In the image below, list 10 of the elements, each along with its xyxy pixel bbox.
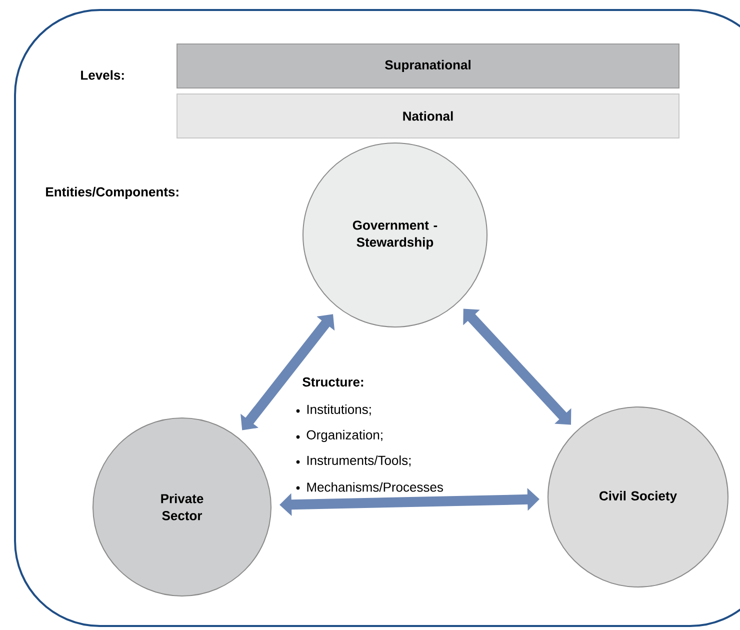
double-arrow: [463, 308, 572, 425]
section-heading: Entities/Components:: [46, 186, 178, 200]
level-bar: Supranational: [176, 44, 680, 88]
level-heading: Levels:: [81, 70, 124, 80]
structure-heading: Structure:: [302, 377, 364, 387]
bullet-item: Organization;: [306, 430, 382, 442]
bullet-item: Mechanisms/Processes: [307, 482, 443, 492]
bullet-item: Institutions;: [307, 404, 371, 416]
level-bar: National: [176, 94, 680, 138]
bullet-item: Instruments/Tools;: [307, 455, 411, 467]
